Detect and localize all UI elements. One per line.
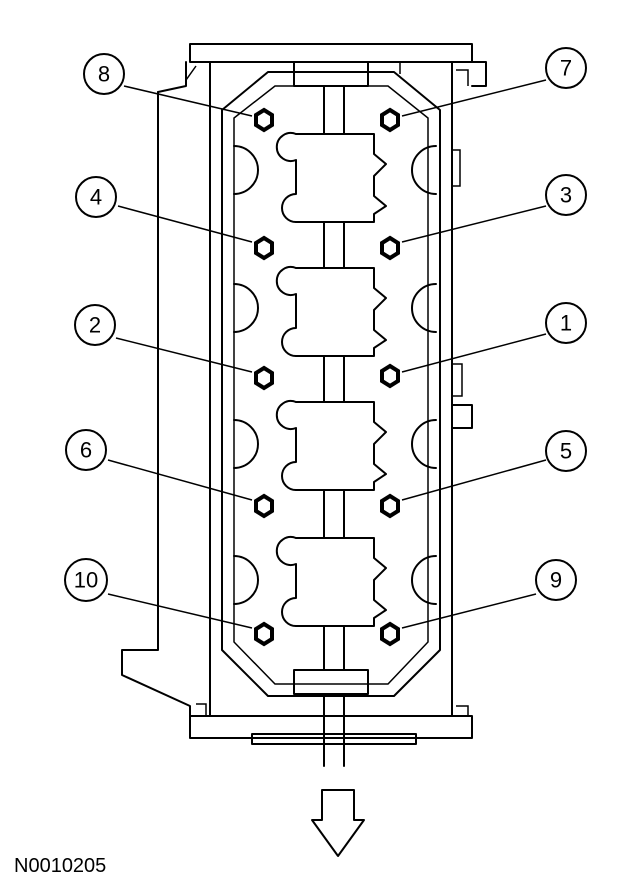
bolt-9 [380,621,400,647]
camshaft [251,85,417,767]
callout-8: 8 [83,53,125,95]
callout-lines [107,79,547,629]
callout-1-label: 1 [560,311,572,336]
bolts [254,107,400,647]
callout-9: 9 [535,559,577,601]
callout-5: 5 [545,430,587,472]
cylinder-head-outline [121,43,487,739]
bolt-6 [254,493,274,519]
bolt-8 [254,107,274,133]
down-arrow-icon [311,789,365,857]
bolt-2 [254,365,274,391]
callout-bubbles: 8 7 4 3 2 1 6 5 [64,47,587,602]
callout-2-label: 2 [89,313,101,338]
bolt-1 [380,363,400,389]
bolt-10 [254,621,274,647]
callout-2: 2 [74,304,116,346]
figure-id-label: N0010205 [14,855,107,877]
cam-journal [275,132,387,223]
bolt-5 [380,493,400,519]
callout-3-label: 3 [560,183,572,208]
callout-8-label: 8 [98,62,110,87]
bolt-4 [254,235,274,261]
callout-6-label: 6 [80,438,92,463]
callout-10: 10 [64,558,108,602]
cam-journal [275,400,387,491]
cam-journals [275,132,387,627]
callout-7-label: 7 [560,56,572,81]
callout-6: 6 [65,429,107,471]
valve-pockets [233,145,437,605]
callout-1: 1 [545,302,587,344]
bolt-7 [380,107,400,133]
callout-9-label: 9 [550,568,562,593]
cam-journal [275,266,387,357]
callout-4-label: 4 [90,185,102,210]
cam-journal [275,536,387,627]
callout-5-label: 5 [560,439,572,464]
callout-7: 7 [545,47,587,89]
bolt-3 [380,235,400,261]
callout-3: 3 [545,174,587,216]
callout-10-label: 10 [74,568,98,593]
callout-4: 4 [75,176,117,218]
